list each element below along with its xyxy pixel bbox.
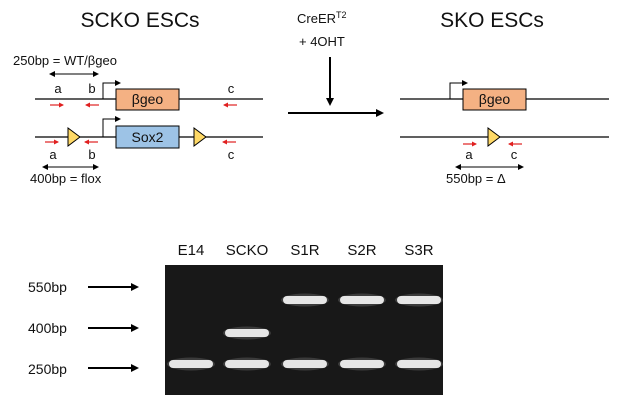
- ladder-label-250: 250bp: [28, 361, 67, 377]
- sko-promoter-arrow: [449, 80, 468, 99]
- left-panel-title: SCKO ESCs: [80, 9, 199, 32]
- primer-c-label-top: c: [228, 81, 235, 96]
- primer-b-label-bottom: b: [88, 147, 95, 162]
- loxp-site-left: [67, 127, 81, 147]
- primer-a-label-bottom: a: [49, 147, 57, 162]
- right-panel-title: SKO ESCs: [440, 9, 544, 32]
- creert2-label: CreERT2: [297, 10, 347, 26]
- ladder-label-550: 550bp: [28, 279, 67, 295]
- primer-b-label-top: b: [88, 81, 95, 96]
- delta-product-label: 550bp = Δ: [446, 171, 506, 186]
- beta-geo-label: βgeo: [132, 91, 164, 107]
- beta-geo-box: [115, 88, 180, 111]
- lane-label-e14: E14: [178, 242, 205, 259]
- promoter-arrow-top: [102, 80, 121, 99]
- sox2-label: Sox2: [132, 129, 164, 145]
- left-panel: SCKO ESCs 250bp = WT/βgeo βgeo a b c Sox…: [13, 9, 263, 186]
- gel-panel: E14 SCKO S1R S2R S3R 550bp 400bp 250bp: [28, 242, 443, 395]
- gel-band-s3r-550bp: [397, 296, 441, 304]
- lane-label-scko: SCKO: [226, 242, 269, 259]
- gel-bands: [167, 293, 443, 371]
- gel-band-e14-250bp: [169, 360, 213, 368]
- flox-product-label: 400bp = flox: [30, 171, 102, 186]
- gel-band-scko-250bp: [225, 360, 269, 368]
- lane-label-s1r: S1R: [290, 242, 319, 259]
- 4oht-label: + 4OHT: [299, 34, 345, 49]
- gel-band-s1r-250bp: [283, 360, 327, 368]
- primer-a-label-top: a: [54, 81, 62, 96]
- primer-c-label-bottom: c: [228, 147, 235, 162]
- sox2-box: [115, 125, 180, 149]
- sko-loxp-site: [487, 127, 501, 147]
- gel-band-s1r-550bp: [283, 296, 327, 304]
- sko-beta-geo-box: [462, 88, 527, 111]
- treatment-block: CreERT2 + 4OHT: [288, 10, 384, 117]
- wt-product-label: 250bp = WT/βgeo: [13, 53, 117, 68]
- gel-band-s2r-250bp: [340, 360, 384, 368]
- lane-label-s3r: S3R: [404, 242, 433, 259]
- gel-band-s3r-250bp: [397, 360, 441, 368]
- sko-primer-a-label: a: [465, 147, 473, 162]
- lane-label-s2r: S2R: [347, 242, 376, 259]
- sko-primer-c-label: c: [511, 147, 518, 162]
- loxp-site-right: [193, 127, 207, 147]
- right-panel: SKO ESCs βgeo a c 550bp = Δ: [400, 9, 609, 186]
- sko-beta-geo-label: βgeo: [479, 91, 511, 107]
- gel-band-scko-400bp: [225, 329, 269, 337]
- gel-image: [165, 265, 443, 395]
- promoter-arrow-bottom: [102, 116, 121, 137]
- gel-band-s2r-550bp: [340, 296, 384, 304]
- ladder-label-400: 400bp: [28, 320, 67, 336]
